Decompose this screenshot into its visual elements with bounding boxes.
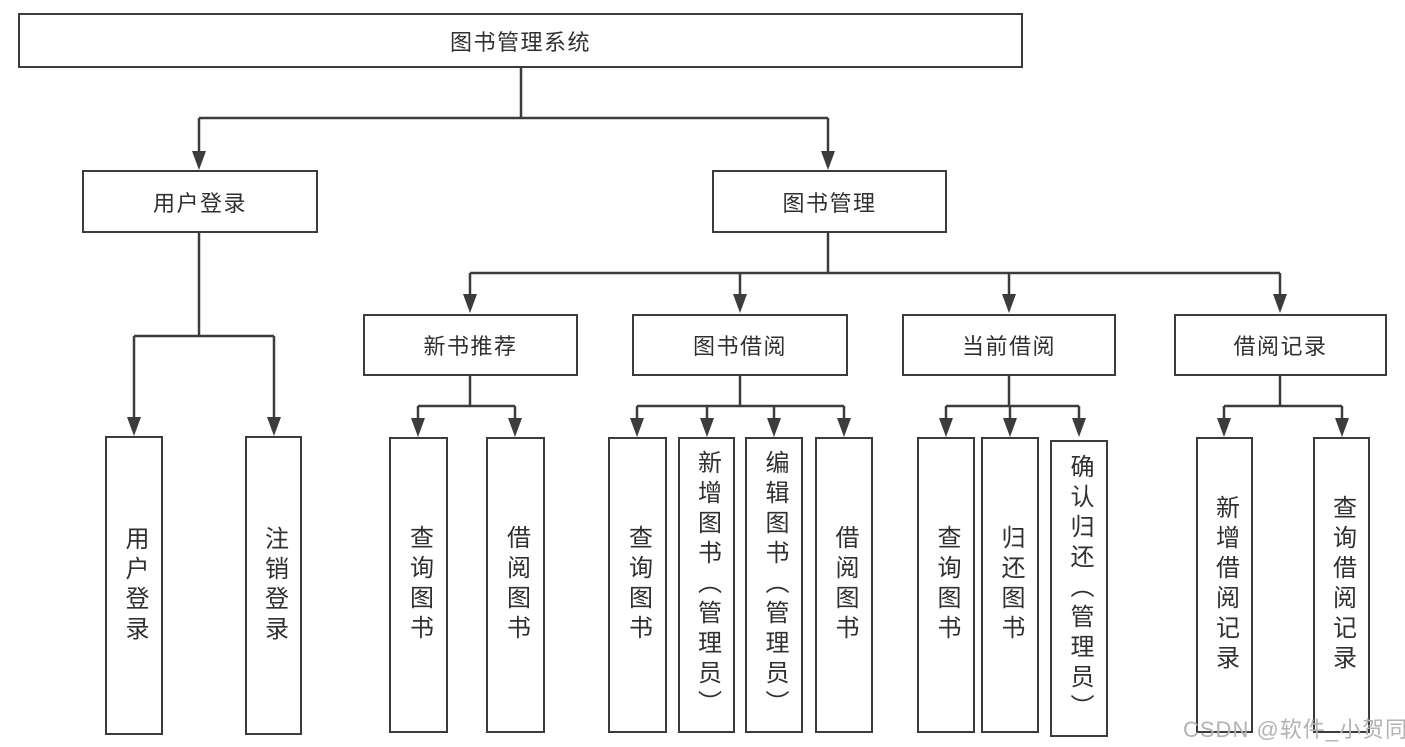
arrow-down-icon	[630, 418, 644, 437]
arrow-down-icon	[1003, 418, 1017, 437]
arrow-down-icon	[1002, 294, 1016, 313]
arrow-down-icon	[700, 418, 714, 437]
arrow-down-icon	[1335, 418, 1349, 437]
node-borrowing-records: 借阅记录	[1174, 314, 1387, 376]
node-current-confirm-return-admin: 确认归还（管理员）	[1050, 440, 1108, 737]
arrow-down-icon	[127, 417, 141, 436]
node-current-borrowing: 当前借阅	[902, 314, 1116, 376]
arrow-down-icon	[939, 418, 953, 437]
arrow-down-icon	[837, 418, 851, 437]
node-new-book-recommendation: 新书推荐	[363, 314, 578, 376]
node-logout-leaf: 注销登录	[245, 436, 302, 735]
node-newrec-borrow-books: 借阅图书	[486, 437, 545, 733]
arrow-down-icon	[1273, 294, 1287, 313]
node-borrowing-edit-books-admin: 编辑图书（管理员）	[745, 437, 803, 733]
arrow-down-icon	[821, 151, 835, 170]
node-user-login: 用户登录	[82, 170, 318, 233]
arrow-down-icon	[1217, 418, 1231, 437]
arrow-down-icon	[192, 151, 206, 170]
node-borrowing-query-books: 查询图书	[608, 437, 667, 733]
node-records-query-borrow-record: 查询借阅记录	[1313, 437, 1370, 733]
node-records-add-borrow-record: 新增借阅记录	[1196, 437, 1253, 733]
node-user-login-leaf: 用户登录	[105, 436, 163, 735]
node-library-management-system: 图书管理系统	[18, 13, 1023, 68]
arrow-down-icon	[508, 418, 522, 437]
node-current-return-books: 归还图书	[981, 437, 1039, 733]
connector-paths	[132, 68, 1344, 421]
arrow-down-icon	[411, 418, 425, 437]
node-newrec-query-books: 查询图书	[389, 437, 448, 733]
node-book-borrowing: 图书借阅	[632, 314, 848, 376]
node-borrowing-borrow-books: 借阅图书	[815, 437, 873, 733]
node-current-query-books: 查询图书	[917, 437, 975, 733]
node-book-management: 图书管理	[712, 170, 947, 233]
node-borrowing-add-books-admin: 新增图书（管理员）	[678, 437, 735, 733]
arrow-down-icon	[267, 417, 281, 436]
arrowheads	[127, 151, 1349, 437]
csdn-watermark: CSDN @软件_小贺同学	[1183, 717, 1405, 742]
arrow-down-icon	[1072, 418, 1086, 437]
arrow-down-icon	[733, 294, 747, 313]
arrow-down-icon	[767, 418, 781, 437]
arrow-down-icon	[463, 294, 477, 313]
